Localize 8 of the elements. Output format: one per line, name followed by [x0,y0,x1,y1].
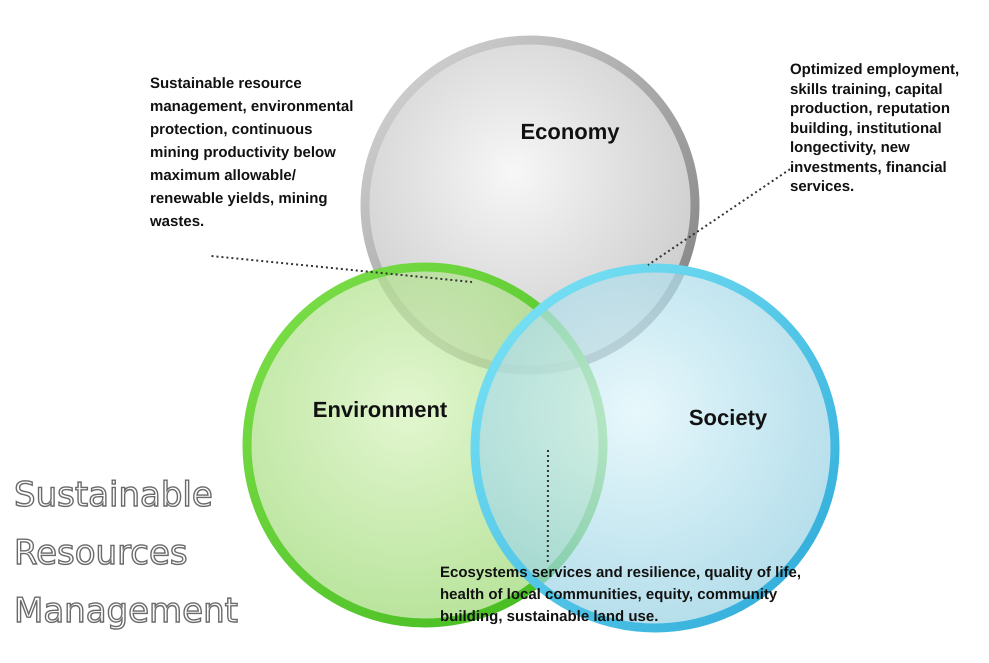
leader-line [546,448,549,562]
annotation-text: Optimized employment, skills training, capital production, reputation building, institutional longectivity, new investments, financial services. [790,60,960,196]
circle-label: Environment [312,397,448,423]
circle-label: Economy [520,119,620,145]
title: Sustainable Resources Management [14,474,239,633]
circle-label: Society [688,405,768,431]
annotation-text: Sustainable resource management, environmental protection, continuous mining productivity below maximum allowable/ renewable yields, mining wastes. [150,72,362,233]
leader-line [647,168,791,266]
